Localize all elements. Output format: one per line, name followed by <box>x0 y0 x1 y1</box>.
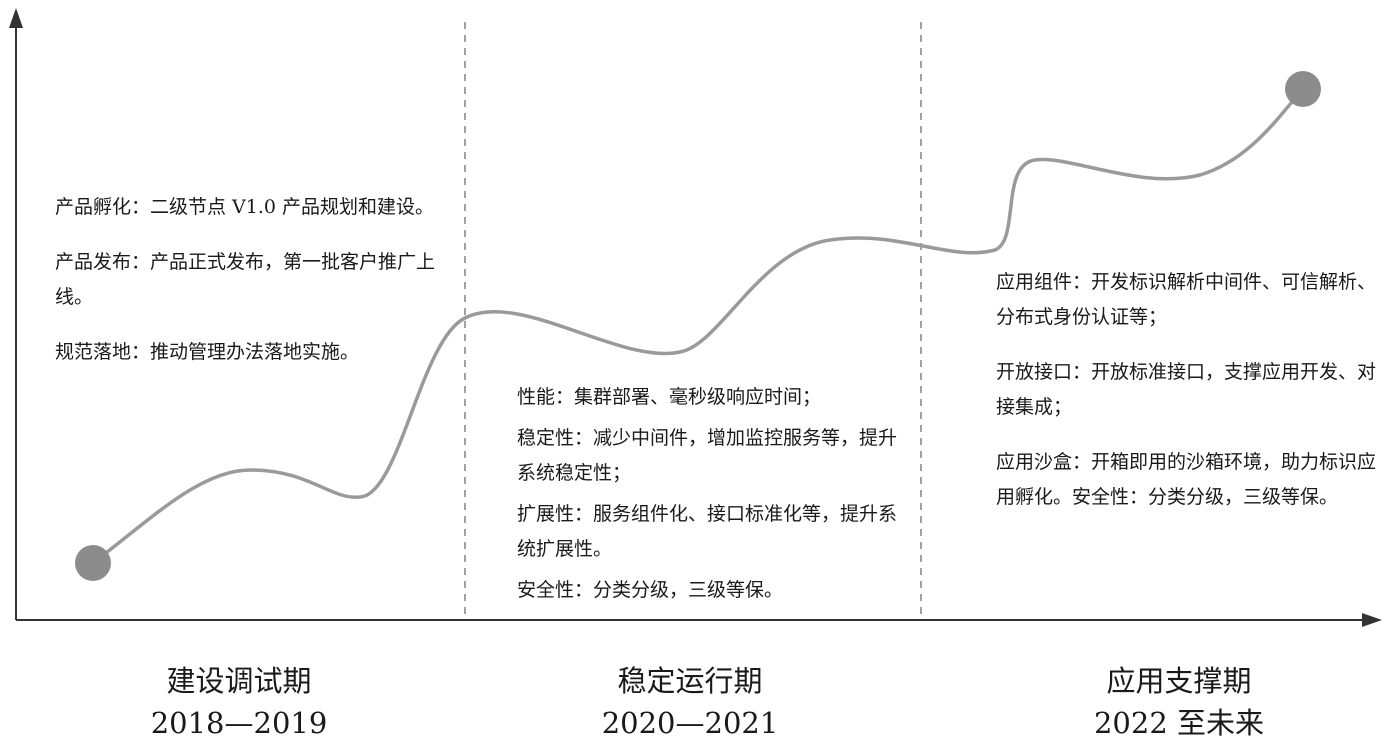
stage3-description: 应用组件：开发标识解析中间件、可信解析、分布式身份认证等； 开放接口：开放标准接… <box>996 265 1376 535</box>
stage1-item-1: 产品孵化：二级节点 V1.0 产品规划和建设。 <box>55 196 435 218</box>
stage2-name: 稳定运行期 <box>617 664 763 698</box>
stage2-item-3: 扩展性：服务组件化、接口标准化等，提升系统扩展性。 <box>517 503 898 560</box>
stage1-item-3: 规范落地：推动管理办法落地实施。 <box>55 341 360 363</box>
start-node <box>75 545 111 581</box>
stage2-label: 稳定运行期 2020—2021 <box>530 660 850 744</box>
stage2-item-2: 稳定性：减少中间件，增加监控服务等，提升系统稳定性； <box>517 427 898 484</box>
stage3-item-3: 应用沙盒：开箱即用的沙箱环境，助力标识应用孵化。安全性：分类分级，三级等保。 <box>996 451 1377 508</box>
stage2-description: 性能：集群部署、毫秒级响应时间； 稳定性：减少中间件，增加监控服务等，提升系统稳… <box>517 380 902 614</box>
growth-curve <box>91 88 1304 565</box>
x-axis-arrow-icon <box>1362 613 1382 627</box>
end-node <box>1285 71 1321 107</box>
stage2-period: 2020—2021 <box>601 706 779 740</box>
stage1-label: 建设调试期 2018—2019 <box>79 660 399 744</box>
stage3-item-2: 开放接口：开放标准接口，支撑应用开发、对接集成； <box>996 361 1377 418</box>
y-axis-arrow-icon <box>9 8 23 28</box>
stage3-name: 应用支撑期 <box>1106 664 1252 698</box>
stage1-period: 2018—2019 <box>150 706 328 740</box>
stage3-item-1: 应用组件：开发标识解析中间件、可信解析、分布式身份认证等； <box>996 271 1377 328</box>
stage2-item-4: 安全性：分类分级，三级等保。 <box>517 579 784 601</box>
stage1-description: 产品孵化：二级节点 V1.0 产品规划和建设。 产品发布：产品正式发布，第一批客… <box>55 190 435 390</box>
stage2-item-1: 性能：集群部署、毫秒级响应时间； <box>517 386 822 408</box>
stage1-name: 建设调试期 <box>166 664 312 698</box>
stage3-period: 2022 至未来 <box>1093 706 1265 740</box>
stage3-label: 应用支撑期 2022 至未来 <box>1019 660 1339 744</box>
stage1-item-2: 产品发布：产品正式发布，第一批客户推广上线。 <box>55 251 436 308</box>
